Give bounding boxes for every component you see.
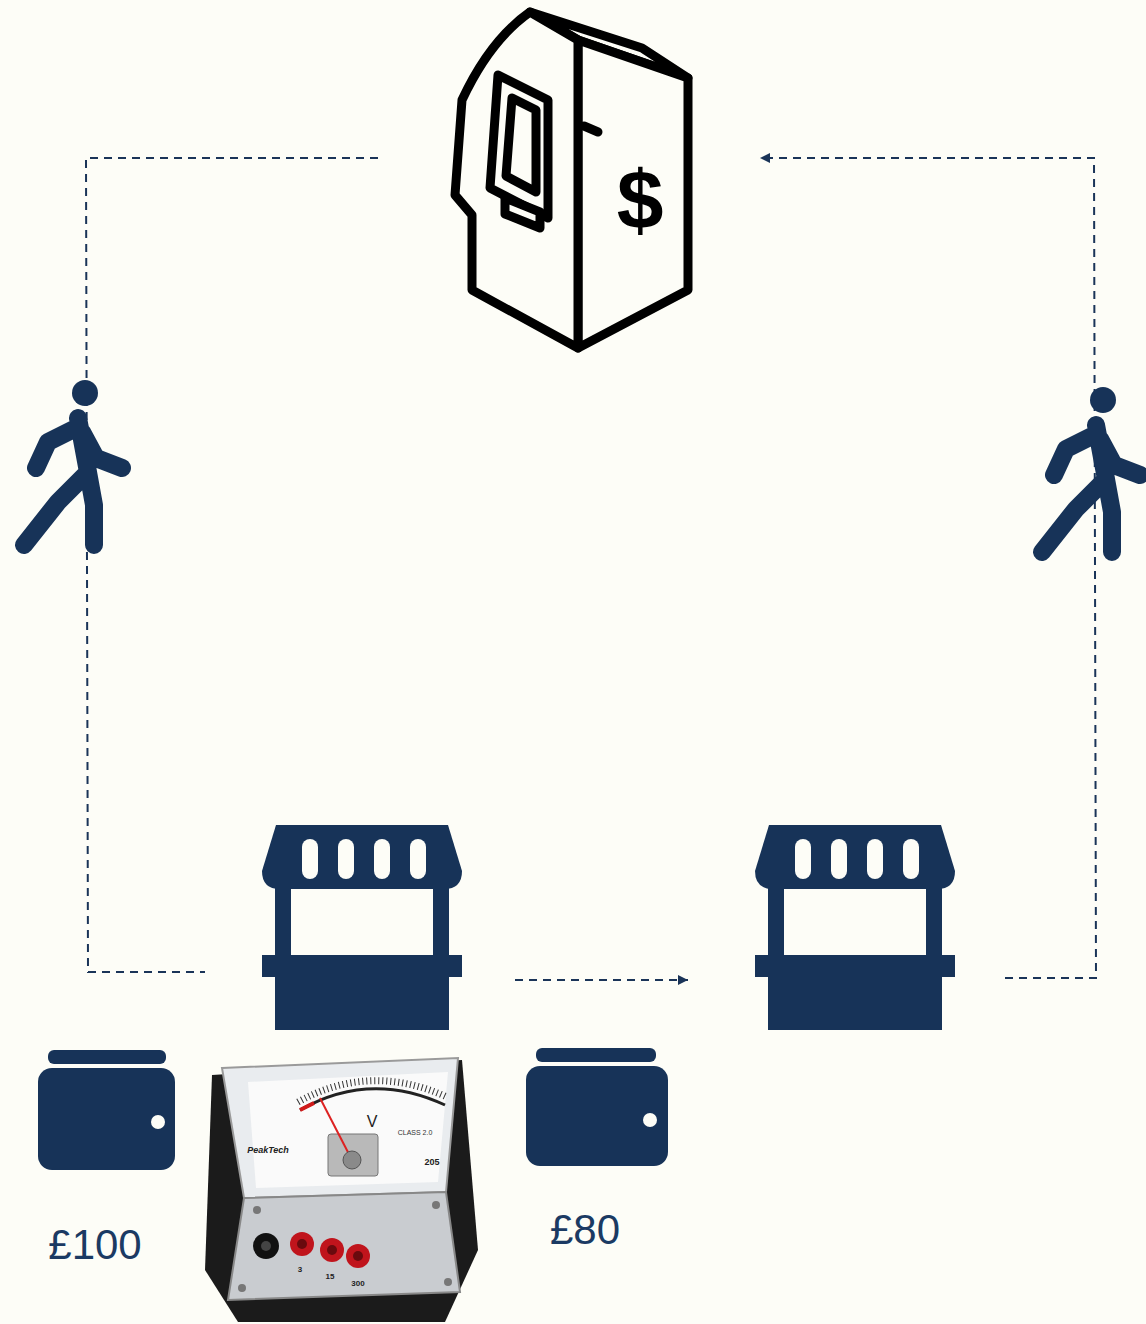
meter-mirror xyxy=(328,1134,378,1176)
panel-screw xyxy=(432,1201,440,1209)
awning-stripe xyxy=(795,839,811,879)
atm-side xyxy=(578,40,688,348)
dashed-connector xyxy=(515,979,688,981)
panel-screw xyxy=(238,1284,246,1292)
shop-stall xyxy=(688,825,1005,1030)
accuracy-class: CLASS 2.0 xyxy=(398,1129,433,1136)
terminal-hole xyxy=(261,1241,271,1251)
shop-counter xyxy=(262,955,462,977)
panel-screw xyxy=(253,1206,261,1214)
red-terminal xyxy=(320,1238,344,1262)
wallet-flap xyxy=(48,1050,166,1064)
terminal-hole xyxy=(327,1245,337,1255)
awning-stripe xyxy=(410,839,426,879)
atm-icon xyxy=(455,12,688,348)
person-body xyxy=(1042,425,1140,552)
meter-ticks xyxy=(298,1081,447,1102)
shop-stall xyxy=(205,825,515,1030)
node-text: $ xyxy=(617,158,664,242)
wallet-body xyxy=(38,1068,175,1170)
meter-housing xyxy=(205,1060,478,1322)
meter-panel xyxy=(228,1192,460,1300)
terminal-label: 300 xyxy=(351,1280,364,1288)
wallet-flap xyxy=(536,1048,656,1062)
shop-base xyxy=(275,975,449,1030)
terminal-hole xyxy=(297,1239,307,1249)
awning-stripe xyxy=(302,839,318,879)
person-head xyxy=(72,380,98,406)
money-amount: £80 xyxy=(550,1209,620,1251)
atm-button xyxy=(584,126,598,132)
shop-icon xyxy=(262,825,462,1030)
shop-post xyxy=(768,887,784,959)
shop-post xyxy=(433,887,449,959)
wallet-button xyxy=(151,1115,165,1129)
walking-person xyxy=(24,380,122,545)
wallet-icon xyxy=(38,1050,175,1170)
awning-stripe xyxy=(831,839,847,879)
meter-scale xyxy=(300,1089,445,1110)
red-terminal xyxy=(290,1232,314,1256)
walking-person xyxy=(1042,387,1140,552)
meter-needle xyxy=(320,1098,352,1160)
unit-symbol: V xyxy=(367,1114,378,1130)
node-outline xyxy=(205,825,515,1030)
atm-machine: $ xyxy=(378,5,760,355)
awning-stripe xyxy=(903,839,919,879)
model-number: 205 xyxy=(424,1158,439,1167)
shop-awning xyxy=(262,825,462,889)
meter-pivot xyxy=(343,1151,361,1169)
wallet-body xyxy=(526,1066,668,1166)
wallet-button xyxy=(643,1113,657,1127)
shop-icon xyxy=(755,825,955,1030)
red-terminal xyxy=(346,1244,370,1268)
awning-stripe xyxy=(338,839,354,879)
meter-window xyxy=(222,1058,458,1198)
meter-scale-mark xyxy=(300,1103,314,1110)
brand-name: PeakTech xyxy=(247,1146,289,1155)
terminal-label: 3 xyxy=(298,1266,302,1274)
black-terminal xyxy=(253,1233,279,1259)
atm-slot xyxy=(505,198,540,228)
shop-post xyxy=(926,887,942,959)
person-body xyxy=(24,418,122,545)
shop-counter xyxy=(755,955,955,977)
awning-stripe xyxy=(867,839,883,879)
awning-stripe xyxy=(374,839,390,879)
shop-post xyxy=(275,887,291,959)
node-outline xyxy=(688,825,1005,1030)
node-outline xyxy=(378,5,760,355)
person-head xyxy=(1090,387,1116,413)
money-amount: £100 xyxy=(48,1224,141,1266)
voltmeter-illustration xyxy=(205,1058,478,1322)
wallet-icon xyxy=(526,1048,668,1166)
shop-awning xyxy=(755,825,955,889)
panel-screw xyxy=(444,1278,452,1286)
terminal-label: 15 xyxy=(326,1273,335,1281)
atm-screen xyxy=(506,98,536,192)
atm-screen-frame xyxy=(490,75,548,218)
shop-base xyxy=(768,975,942,1030)
terminal-hole xyxy=(353,1251,363,1261)
meter-dial xyxy=(248,1072,448,1188)
atm-front xyxy=(455,12,578,348)
